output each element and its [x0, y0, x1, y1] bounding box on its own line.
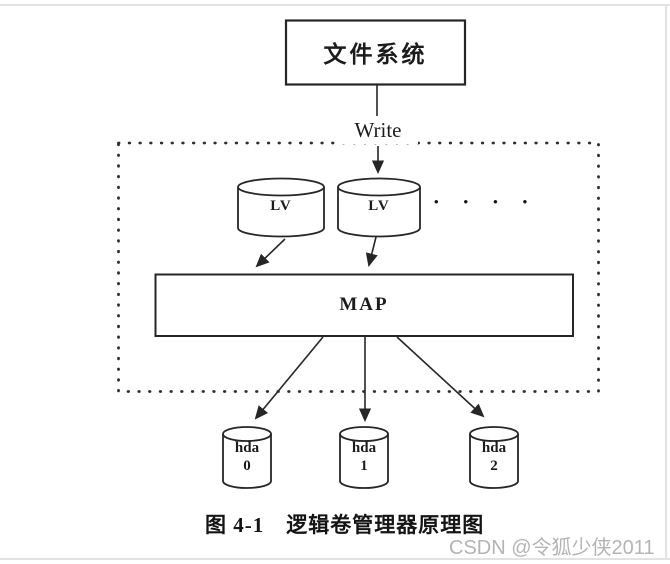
scan-edge-top	[0, 4, 670, 6]
scan-edge-right	[665, 4, 667, 560]
hda1-label: hda 1	[340, 439, 388, 475]
map-to-hda2-arrow	[396, 336, 485, 418]
watermark: CSDN @令狐少侠2011	[449, 537, 655, 559]
hda1-cylinder-top	[339, 426, 389, 442]
file-system-box	[284, 19, 467, 86]
hda2-cylinder-body	[469, 434, 519, 489]
lv-right-label: LV	[368, 198, 390, 214]
hda0-cylinder-body	[222, 434, 272, 489]
hda0-label: hda 0	[223, 439, 271, 475]
hda1-num: 1	[360, 458, 368, 474]
hda0-name: hda	[234, 440, 260, 456]
map-box	[154, 273, 574, 337]
scan-edge-bottom	[0, 558, 670, 560]
lv-ellipsis: ••••	[434, 194, 553, 209]
lv-cylinder-left-top	[237, 177, 325, 197]
hda0-cylinder-top	[222, 426, 272, 442]
lv-cylinder-right-body	[337, 187, 421, 238]
figure-caption: 图 4-1 逻辑卷管理器原理图	[205, 513, 485, 537]
lv-left-to-map-arrow	[255, 238, 286, 268]
lv-left-label: LV	[270, 198, 292, 214]
lv-cylinder-right-top	[337, 177, 421, 197]
hda1-name: hda	[351, 440, 377, 456]
file-system-label: 文件系统	[323, 42, 428, 67]
hda0-num: 0	[243, 458, 251, 474]
hda2-label: hda 2	[470, 439, 518, 475]
map-to-hda0-arrow	[254, 336, 324, 420]
hda2-cylinder-top	[469, 426, 519, 442]
map-label: MAP	[339, 294, 389, 315]
lv-right-to-map-arrow	[365, 236, 378, 267]
hda2-name: hda	[481, 440, 507, 456]
lv-cylinder-left-body	[237, 187, 325, 238]
hda1-cylinder-body	[339, 434, 389, 489]
hda2-num: 2	[490, 458, 498, 474]
write-label: Write	[338, 116, 418, 144]
